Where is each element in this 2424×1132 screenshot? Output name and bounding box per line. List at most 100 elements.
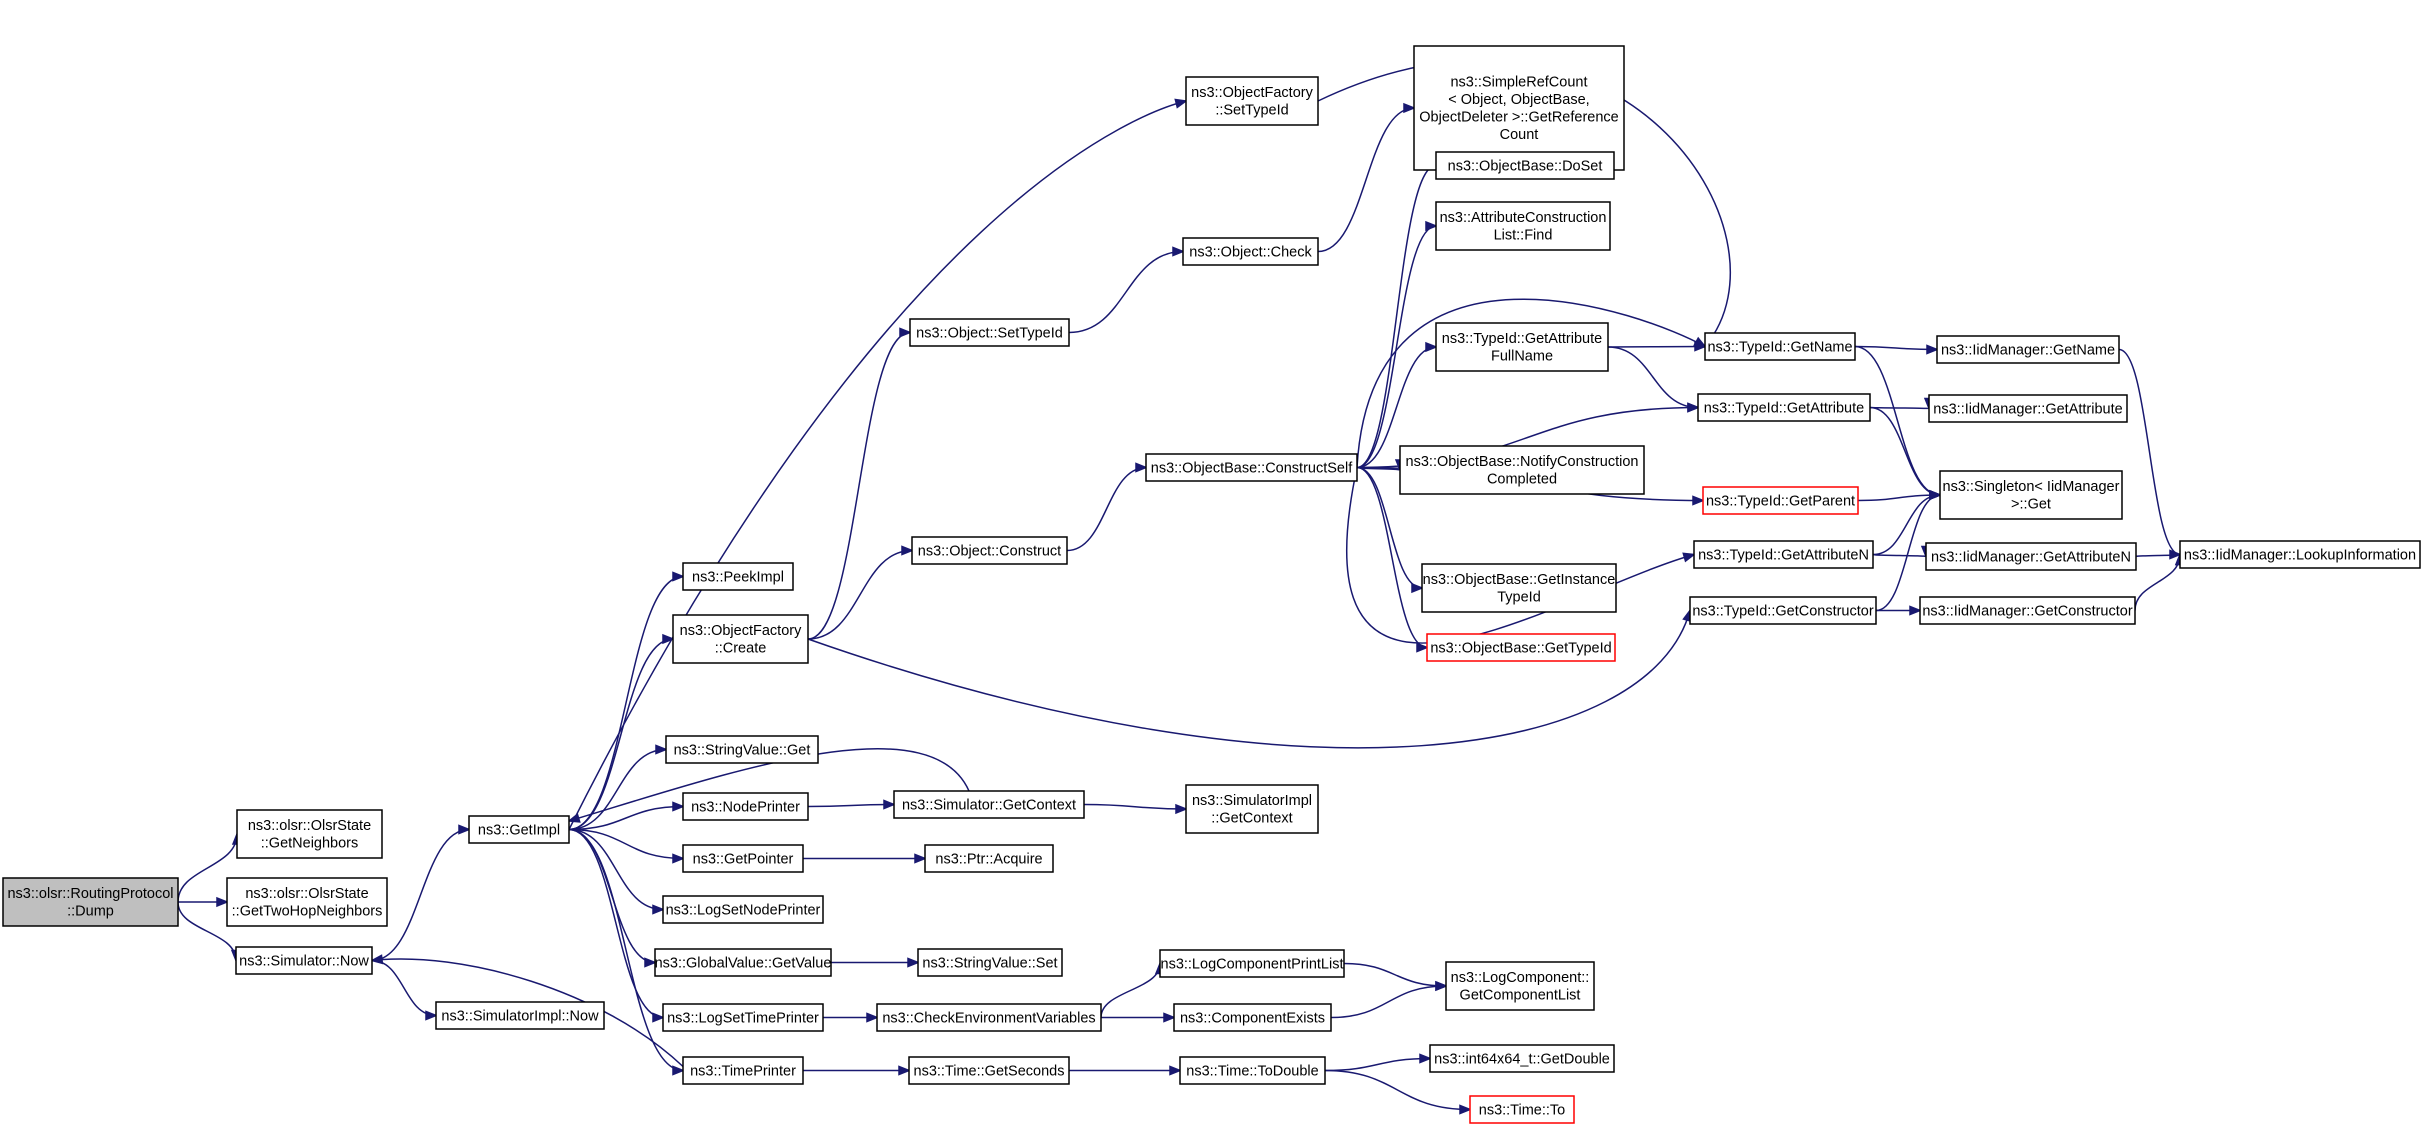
node-tidgetname[interactable]: ns3::TypeId::GetName: [1704, 332, 1856, 361]
node-simplerefcount[interactable]: ns3::SimpleRefCount< Object, ObjectBase,…: [1413, 45, 1625, 171]
node-label-line: ns3::LogComponent::: [1451, 970, 1590, 986]
node-obconstructself[interactable]: ns3::ObjectBase::ConstructSelf: [1145, 453, 1358, 482]
node-simimplnow[interactable]: ns3::SimulatorImpl::Now: [435, 1001, 605, 1030]
edge-checkenv-to-logcompprintlist: [1100, 961, 1166, 1018]
node-label-line: ObjectDeleter >::GetReference: [1419, 110, 1618, 126]
edge-obconstructself-to-tidgetattrfullname: [1356, 341, 1439, 469]
node-tidgetparent[interactable]: ns3::TypeId::GetParent: [1702, 486, 1859, 515]
node-box: [1145, 453, 1358, 482]
node-simimplgetcontext[interactable]: ns3::SimulatorImpl::GetContext: [1185, 784, 1319, 834]
node-iidgetattributen[interactable]: ns3::IidManager::GetAttributeN: [1925, 542, 2137, 571]
node-tidgetattribute[interactable]: ns3::TypeId::GetAttribute: [1697, 393, 1871, 422]
arrowhead-icon: [1425, 341, 1439, 353]
node-iidlookup[interactable]: ns3::IidManager::LookupInformation: [2179, 540, 2421, 569]
edge-getimpl-to-ofcreate: [568, 633, 676, 831]
node-objsettypeid[interactable]: ns3::Object::SetTypeId: [909, 318, 1070, 347]
node-label-line: ns3::CheckEnvironmentVariables: [882, 1010, 1095, 1026]
node-ptracquire[interactable]: ns3::Ptr::Acquire: [924, 844, 1054, 873]
edge-checkenv-to-compexists: [1101, 1012, 1177, 1023]
edge-line: [807, 803, 895, 808]
arrowhead-icon: [672, 801, 686, 812]
edge-line: [1324, 1057, 1431, 1072]
edge-tidgetname-to-singletonget: [1854, 345, 1943, 501]
node-timeprinter[interactable]: ns3::TimePrinter: [682, 1056, 804, 1085]
node-obnotifyconstruction[interactable]: ns3::ObjectBase::NotifyConstructionCompl…: [1399, 445, 1645, 495]
node-label-line: ns3::ObjectBase::DoSet: [1448, 158, 1603, 174]
node-timeto[interactable]: ns3::Time::To: [1469, 1095, 1575, 1124]
node-getpointer[interactable]: ns3::GetPointer: [682, 844, 804, 873]
node-singletonget[interactable]: ns3::Singleton< IidManager >::Get: [1939, 470, 2123, 520]
arrowhead-icon: [1175, 803, 1189, 815]
node-timegetseconds[interactable]: ns3::Time::GetSeconds: [908, 1056, 1070, 1085]
node-tidgetattributen[interactable]: ns3::TypeId::GetAttributeN: [1693, 540, 1874, 569]
node-int64getdouble[interactable]: ns3::int64x64_t::GetDouble: [1429, 1044, 1615, 1073]
arrowhead-icon: [1403, 102, 1417, 114]
node-gettwohop[interactable]: ns3::olsr::OlsrState::GetTwoHopNeighbors: [226, 877, 388, 927]
edge-tidgetattrfullname-to-tidgetattribute: [1607, 346, 1701, 413]
node-simnow[interactable]: ns3::Simulator::Now: [235, 946, 373, 975]
node-label-line: ns3::IidManager::LookupInformation: [2184, 547, 2416, 563]
node-checkenv[interactable]: ns3::CheckEnvironmentVariables: [876, 1003, 1102, 1032]
node-ofsettypeid[interactable]: ns3::ObjectFactory::SetTypeId: [1185, 76, 1319, 126]
node-timetodouble[interactable]: ns3::Time::ToDouble: [1179, 1056, 1326, 1085]
node-iidgetconstructor[interactable]: ns3::IidManager::GetConstructor: [1919, 596, 2136, 625]
arrowhead-icon: [652, 904, 666, 915]
node-gvgetvalue[interactable]: ns3::GlobalValue::GetValue: [654, 948, 832, 977]
node-logsettimeprinter[interactable]: ns3::LogSetTimePrinter: [662, 1003, 824, 1032]
node-iidgetattribute[interactable]: ns3::IidManager::GetAttribute: [1928, 394, 2128, 423]
arrowhead-icon: [216, 896, 230, 908]
node-logsetnodeprinter[interactable]: ns3::LogSetNodePrinter: [662, 895, 824, 924]
node-box: [1939, 470, 2123, 520]
arrowhead-icon: [1926, 344, 1940, 355]
arrowhead-icon: [644, 957, 658, 968]
edge-tidgetattributen-to-iidgetattributen: [1872, 545, 1932, 559]
node-logcompgetcomplist[interactable]: ns3::LogComponent::GetComponentList: [1445, 961, 1595, 1011]
arrowhead-icon: [662, 633, 676, 645]
node-label-line: ns3::Time::To: [1479, 1102, 1566, 1118]
node-objconstruct[interactable]: ns3::Object::Construct: [911, 536, 1068, 565]
node-box: [1421, 563, 1617, 613]
node-logcompprintlist[interactable]: ns3::LogComponentPrintList: [1159, 949, 1345, 978]
node-label-line: ns3::Simulator::GetContext: [902, 797, 1076, 813]
node-strvalget[interactable]: ns3::StringValue::Get: [665, 735, 819, 764]
arrowhead-icon: [652, 1012, 666, 1023]
edge-line: [568, 100, 1187, 830]
edge-line: [1356, 225, 1437, 469]
edge-getimpl-to-getpointer: [568, 828, 686, 864]
arrowhead-icon: [1172, 246, 1186, 257]
node-label-line: ns3::ObjectFactory: [680, 623, 802, 639]
arrowhead-icon: [1909, 605, 1923, 616]
node-nodeprinter[interactable]: ns3::NodePrinter: [682, 792, 809, 821]
arrowhead-icon: [907, 957, 921, 968]
arrowhead-icon: [914, 853, 928, 864]
node-label-line: ::GetTwoHopNeighbors: [232, 904, 383, 920]
node-simgetcontext[interactable]: ns3::Simulator::GetContext: [893, 790, 1085, 819]
arrowhead-icon: [1687, 402, 1701, 413]
arrowhead-icon: [1416, 642, 1430, 653]
node-tidgetconstructor[interactable]: ns3::TypeId::GetConstructor: [1689, 596, 1877, 625]
node-strvalset[interactable]: ns3::StringValue::Set: [917, 948, 1063, 977]
node-label-line: ns3::GlobalValue::GetValue: [655, 955, 832, 971]
node-getimpl[interactable]: ns3::GetImpl: [468, 815, 570, 844]
node-compexists[interactable]: ns3::ComponentExists: [1173, 1003, 1332, 1032]
edge-gvgetvalue-to-strvalset: [831, 957, 921, 968]
edge-ofcreate-to-objsettypeid: [807, 327, 913, 640]
node-dump[interactable]: ns3::olsr::RoutingProtocol::Dump: [2, 877, 179, 927]
edge-line: [1356, 164, 1437, 469]
edge-timegetseconds-to-timetodouble: [1069, 1065, 1183, 1076]
edge-line: [807, 331, 911, 640]
node-iidgetname[interactable]: ns3::IidManager::GetName: [1936, 335, 2120, 364]
node-box: [1435, 322, 1609, 372]
node-obdoset[interactable]: ns3::ObjectBase::DoSet: [1435, 151, 1615, 180]
edge-objcheck-to-simplerefcount: [1317, 102, 1417, 253]
node-peekimpl[interactable]: ns3::PeekImpl: [682, 562, 794, 591]
node-ofcreate[interactable]: ns3::ObjectFactory::Create: [672, 614, 809, 664]
node-getneighbors[interactable]: ns3::olsr::OlsrState::GetNeighbors: [236, 809, 383, 859]
node-box: [908, 1056, 1070, 1085]
arrowhead-icon: [898, 1065, 912, 1076]
node-obgettypeid[interactable]: ns3::ObjectBase::GetTypeId: [1426, 633, 1616, 662]
node-objcheck[interactable]: ns3::Object::Check: [1182, 237, 1319, 266]
